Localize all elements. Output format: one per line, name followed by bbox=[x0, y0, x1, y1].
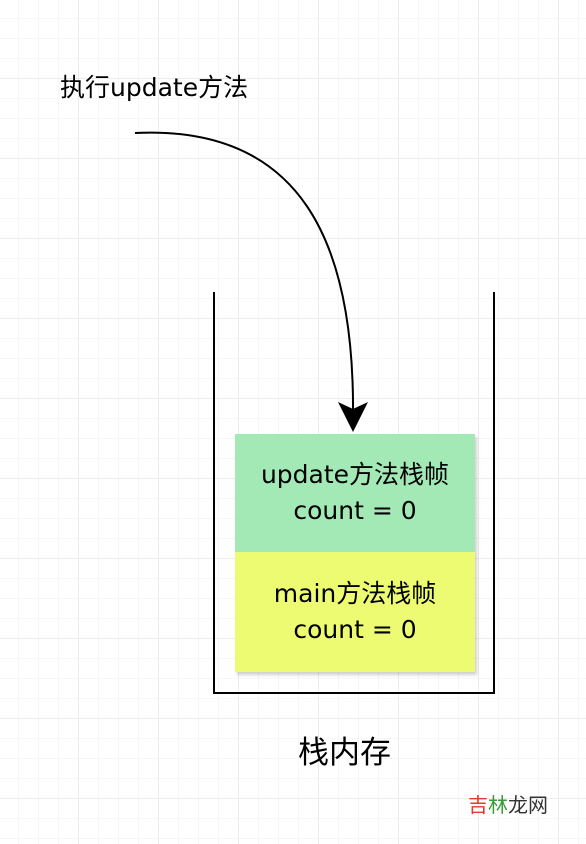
stack-memory-container bbox=[213, 292, 495, 694]
main-stack-frame: main方法栈帧 count = 0 bbox=[235, 552, 475, 672]
call-arrow-head bbox=[338, 402, 368, 432]
main-frame-value: count = 0 bbox=[293, 615, 417, 644]
execute-update-caption: 执行update方法 bbox=[60, 73, 249, 102]
update-stack-frame: update方法栈帧 count = 0 bbox=[235, 434, 475, 552]
stack-memory-label: 栈内存 bbox=[298, 735, 391, 771]
call-arrow-line bbox=[134, 131, 355, 419]
watermark-part2: 林 bbox=[488, 793, 508, 817]
main-frame-title: main方法栈帧 bbox=[273, 579, 437, 608]
watermark-part1: 吉 bbox=[468, 793, 488, 817]
watermark-part3: 龙网 bbox=[508, 793, 548, 817]
watermark: 吉林龙网 bbox=[468, 790, 548, 820]
update-frame-value: count = 0 bbox=[293, 496, 417, 525]
update-frame-title: update方法栈帧 bbox=[260, 460, 450, 489]
